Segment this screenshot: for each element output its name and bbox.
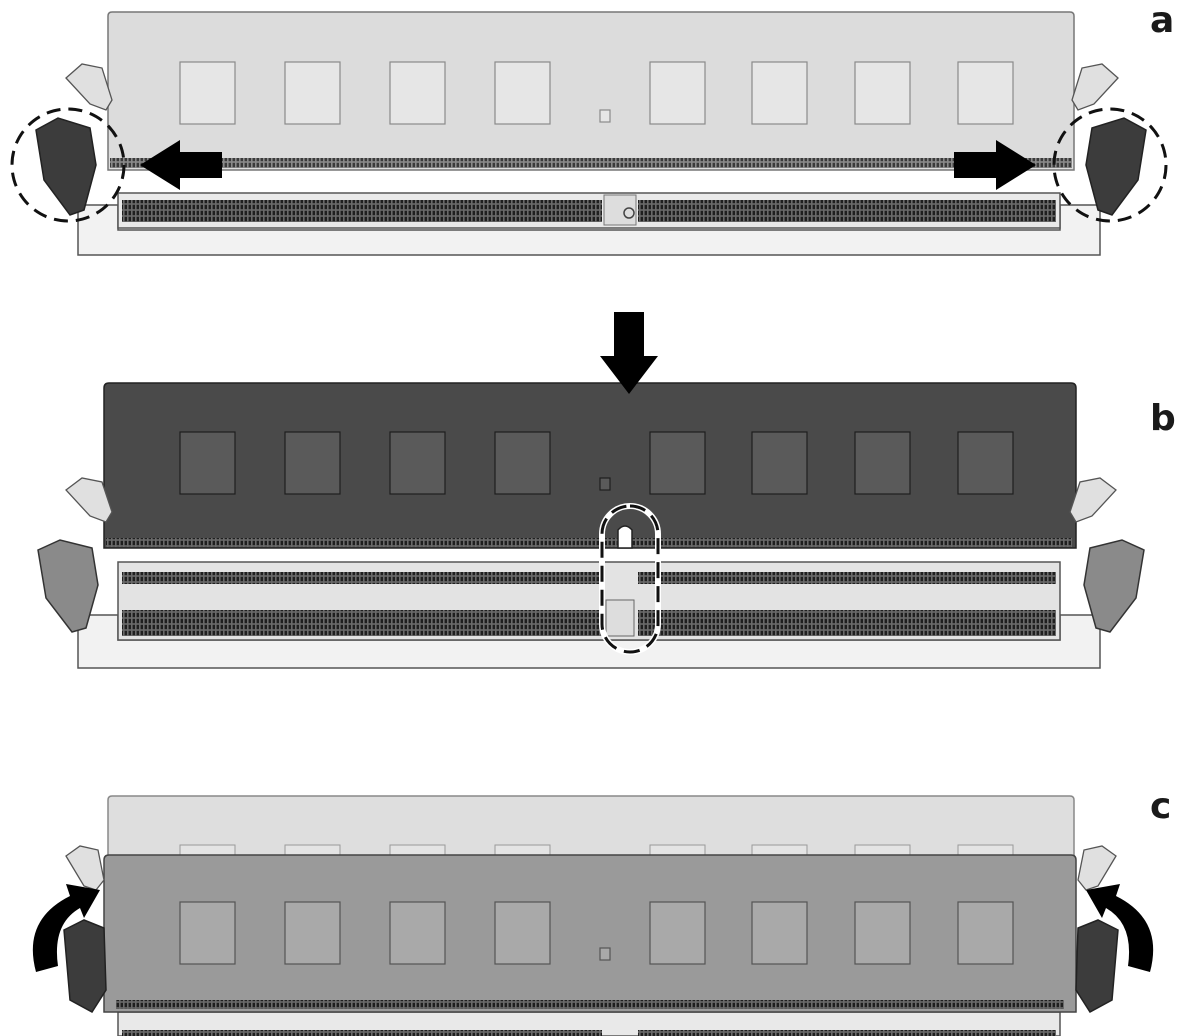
right-latch xyxy=(1076,846,1118,1012)
module-contact-strip xyxy=(116,1000,1064,1009)
module-key-notch xyxy=(618,526,632,548)
memory-chip xyxy=(958,62,1013,124)
slot-pins xyxy=(638,200,1056,222)
module-contact-strip xyxy=(110,158,1072,168)
memory-chip xyxy=(390,62,445,124)
slot-pins xyxy=(122,610,602,636)
module-contact-strip xyxy=(106,538,1072,547)
memory-chip xyxy=(752,902,807,964)
slot-key xyxy=(606,600,634,636)
memory-module xyxy=(104,855,1076,1012)
slot-pins xyxy=(638,610,1056,636)
memory-module-back xyxy=(108,796,1074,860)
memory-chip xyxy=(752,62,807,124)
spd-chip xyxy=(600,478,610,490)
slot-key xyxy=(604,195,636,225)
left-latch xyxy=(64,846,106,1012)
memory-chip xyxy=(650,902,705,964)
memory-chip xyxy=(495,62,550,124)
memory-chip xyxy=(285,902,340,964)
memory-chip xyxy=(752,432,807,494)
memory-chip xyxy=(855,432,910,494)
step-label-c: c xyxy=(1150,786,1171,827)
slot-pins xyxy=(122,572,602,584)
left-latch xyxy=(38,478,112,632)
step-label-b: b xyxy=(1150,398,1176,439)
step-label-a: a xyxy=(1150,0,1174,41)
memory-chip xyxy=(390,432,445,494)
memory-chip xyxy=(180,902,235,964)
spd-chip xyxy=(600,948,610,960)
left-latch xyxy=(36,64,112,215)
step-b-illustration xyxy=(38,312,1144,668)
slot-pins xyxy=(638,572,1056,584)
memory-chip xyxy=(958,432,1013,494)
step-c-illustration xyxy=(33,796,1153,1036)
memory-chip xyxy=(958,902,1013,964)
memory-module xyxy=(104,383,1076,548)
right-latch xyxy=(1072,64,1146,215)
slot-pins xyxy=(122,200,602,222)
spd-chip xyxy=(600,110,610,122)
slot-pins xyxy=(638,1030,1056,1036)
memory-chip xyxy=(650,62,705,124)
memory-chip xyxy=(855,62,910,124)
memory-chip xyxy=(390,902,445,964)
memory-chip xyxy=(855,902,910,964)
memory-chip xyxy=(495,432,550,494)
memory-chip xyxy=(285,62,340,124)
right-latch xyxy=(1070,478,1144,632)
memory-chip xyxy=(285,432,340,494)
memory-chip xyxy=(180,432,235,494)
memory-chip xyxy=(495,902,550,964)
down-arrow-icon xyxy=(600,312,658,394)
memory-chip xyxy=(180,62,235,124)
memory-module xyxy=(108,12,1074,170)
memory-chip xyxy=(650,432,705,494)
step-a-illustration xyxy=(12,12,1166,255)
slot-pins xyxy=(122,1030,602,1036)
